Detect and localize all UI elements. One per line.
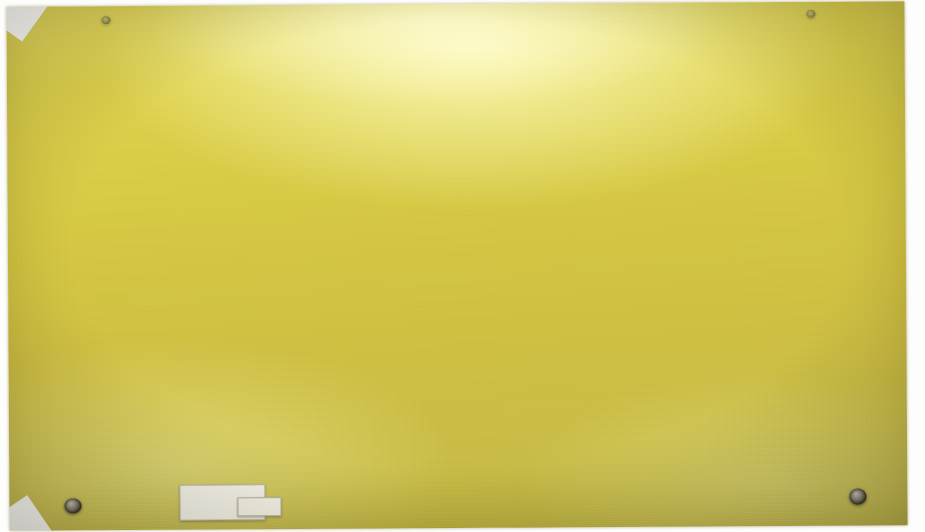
mounting-hole-top-right <box>806 9 816 18</box>
mounting-hole-bottom-left <box>64 498 82 514</box>
serial-label <box>237 497 282 517</box>
mounting-hole-bottom-right <box>849 488 867 505</box>
edge-connector-layer <box>6 1 907 530</box>
mounting-hole-top-left <box>101 16 111 25</box>
circuit-board <box>6 1 908 531</box>
